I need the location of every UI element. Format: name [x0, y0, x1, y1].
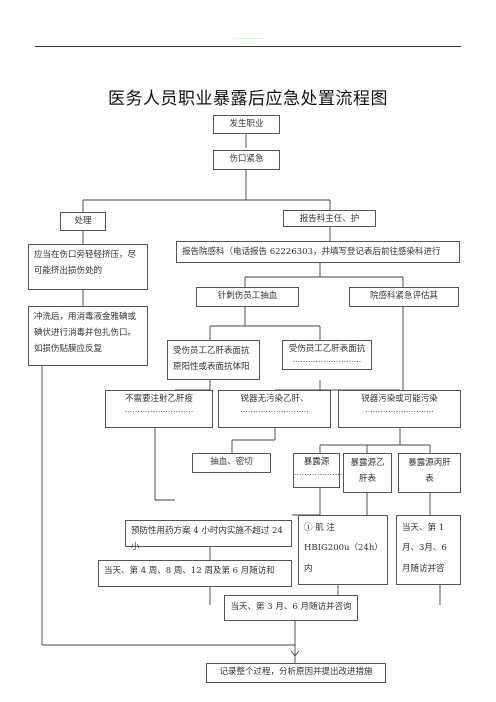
node-hcv-followup: 当天、第 1月、3月、6月随访并咨 — [396, 515, 461, 585]
node-sharp-clean: 锐器无污染乙肝、........................... — [218, 390, 331, 428]
node-wound: 伤口紧急 — [213, 150, 280, 170]
node-eval: 院感科紧急评估其 — [349, 287, 459, 307]
node-squeeze: 应当在伤口旁轻轻挤压，尽可能挤出损伤处的 — [28, 244, 148, 290]
node-rinse: 冲洗后，用消毒液金雅碘或碘伏进行消毒并包扎伤口。如损伤贴膜应反复 — [28, 306, 148, 366]
page-title: 医务人员职业暴露后应急处置流程图 — [108, 89, 388, 109]
header-watermark: ................ — [231, 35, 265, 41]
node-source-exposure: 暴露源........................... — [293, 453, 363, 488]
node-followup-weeks: 当天、第 4 周、8 周、12 周及第 6 月随访和 — [98, 560, 292, 587]
node-source-hcv: 暴露源丙肝表 — [398, 453, 461, 493]
header-rule — [35, 46, 461, 47]
node-draw-blood: 抽血、密切 — [192, 453, 271, 473]
node-report-infection: 报告院感科（电话报告 62226303，并填写登记表后前往感染科进行 — [176, 241, 460, 263]
node-handle: 处理 — [60, 212, 106, 231]
node-report-dept: 报告科主任、护 — [283, 210, 376, 227]
node-hiv-drug: ① 肌 注 HBIG200u（24h）内 — [298, 515, 388, 585]
node-sharp-contam: 锐器污染或可能污染........................... — [338, 390, 461, 428]
node-source-hbv: 暴露源乙肝表 — [343, 453, 392, 493]
node-record: 记录整个过程，分析原因并提出改进措施 — [206, 663, 386, 683]
node-needle-blood: 针刺伤员工抽血 — [196, 287, 299, 307]
node-occur: 发生职业 — [213, 115, 280, 134]
node-no-vaccine: 不需要注射乙肝疫........................... — [105, 390, 213, 428]
node-staff-antibody-pos: 受伤员工乙肝表面抗原阳性或表面抗体阳 — [167, 340, 260, 380]
node-followup-months: 当天、第 3 月、6 月随访并咨询 — [224, 595, 358, 621]
node-prophylaxis: 预防性用药方案 4 小时内实施不超过 24 小 — [125, 520, 292, 552]
node-staff-antibody-neg: 受伤员工乙肝表面抗........................... — [282, 340, 372, 370]
